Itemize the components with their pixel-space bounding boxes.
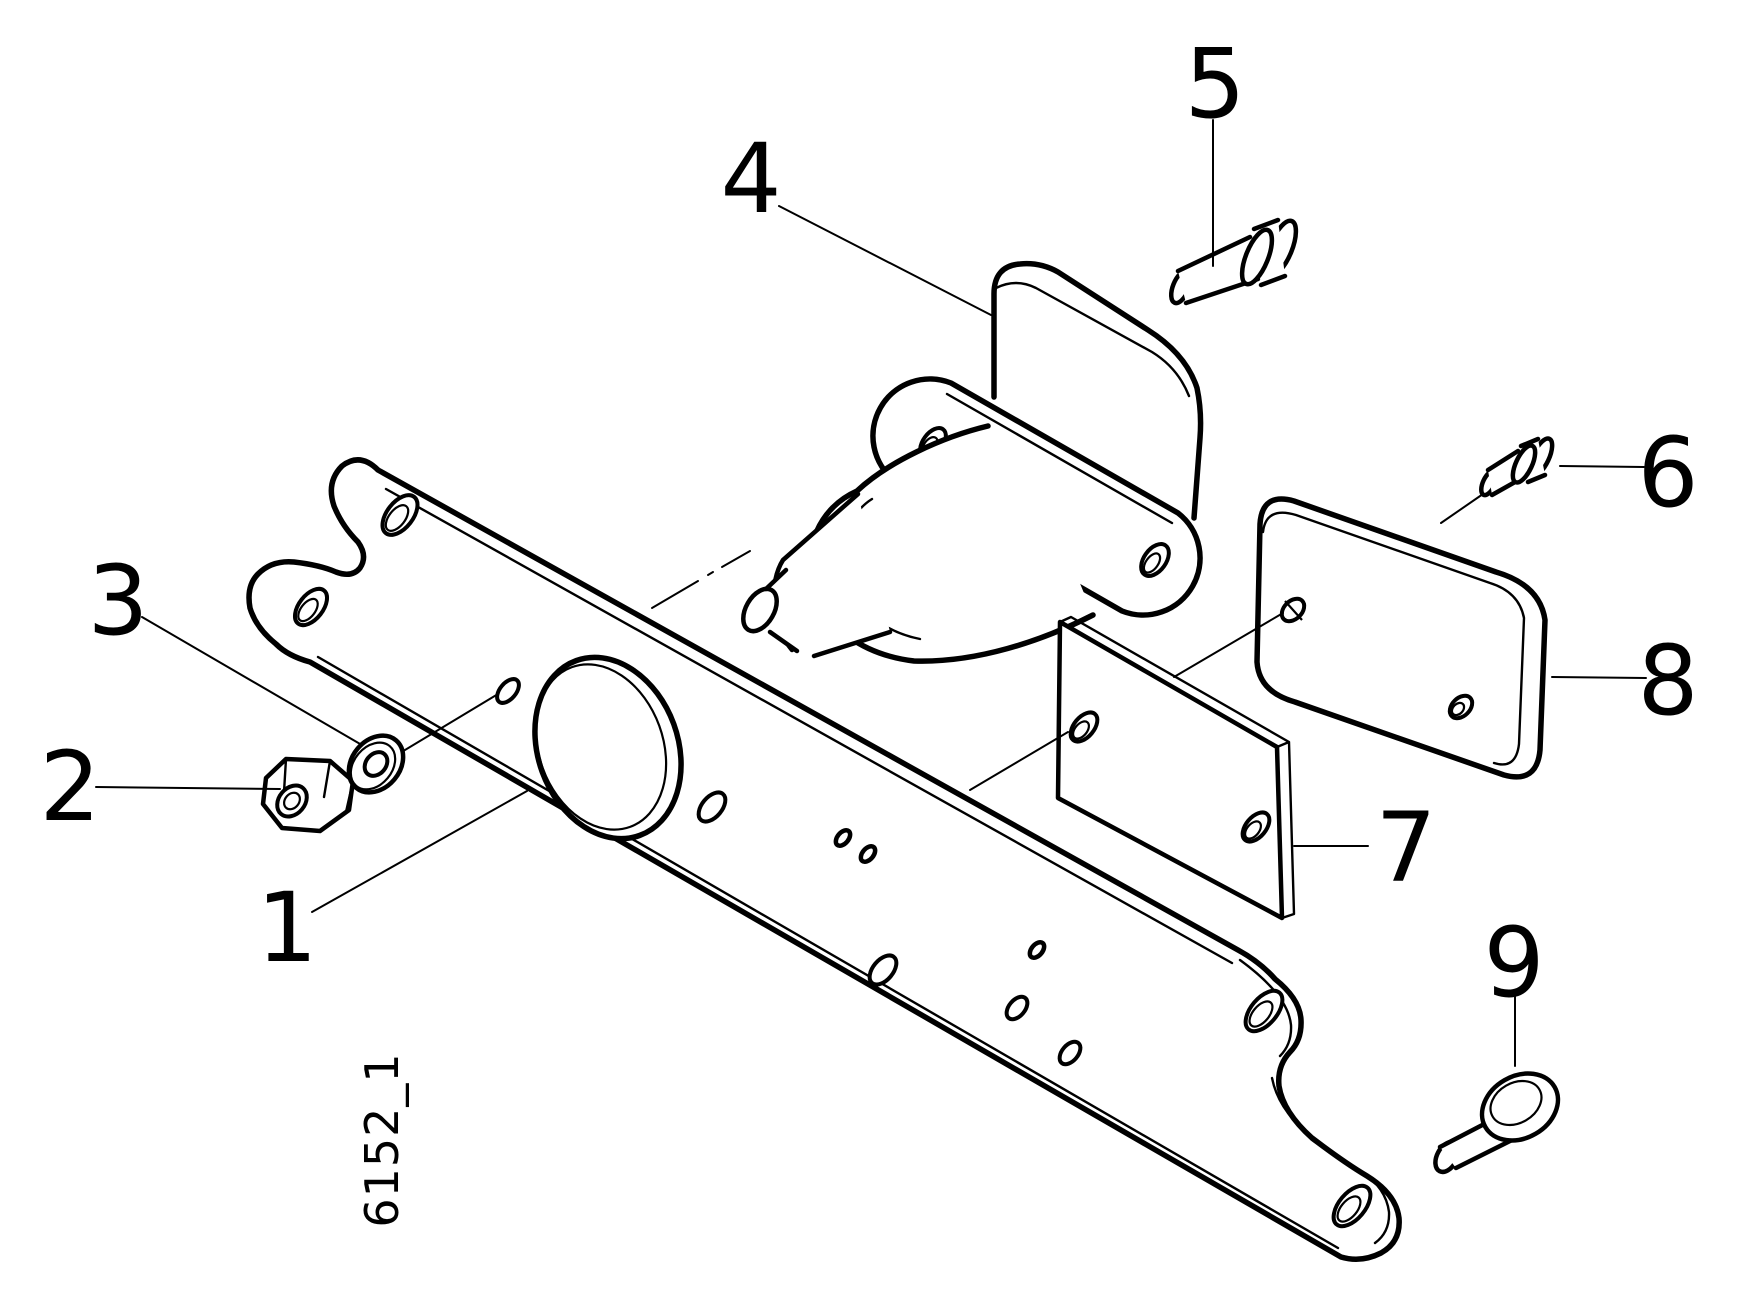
plate-hole-right-upper-rim — [1248, 1000, 1274, 1028]
plate-hole-medium-2 — [867, 953, 899, 987]
callout-2-label: 2 — [39, 731, 100, 843]
axis-dash-2 — [721, 550, 751, 568]
socket-box-top-face-line — [994, 281, 1191, 398]
gasket-thickness — [1058, 615, 1296, 920]
socket-flange-thickness — [945, 392, 1174, 525]
callout-3-label: 3 — [87, 545, 148, 657]
cover-hole-upper-slot — [1284, 600, 1303, 621]
callout-3-leader — [141, 616, 368, 749]
socket-tip-sides — [763, 567, 800, 654]
callout-6-label: 6 — [1637, 417, 1698, 529]
screw5-head-front — [1239, 227, 1275, 287]
plate-hole-medium-3 — [1004, 994, 1030, 1022]
plate-hole-medium-4 — [1057, 1039, 1083, 1067]
cover-face-edge — [1261, 511, 1526, 766]
callout-6-leader — [1559, 465, 1645, 468]
plate-hole-tiny-3 — [1027, 940, 1047, 960]
callout-9-label: 9 — [1483, 907, 1544, 1019]
callout-5-label: 5 — [1184, 28, 1245, 140]
callout-8-label: 8 — [1637, 625, 1698, 737]
callout-8-leader — [1551, 676, 1647, 679]
callout-7-label: 7 — [1375, 792, 1436, 904]
gasket-hole-upper — [1068, 710, 1100, 744]
washer-outer-rim — [349, 741, 397, 791]
nut-bore-rim — [283, 791, 301, 811]
plate-hole-right-upper — [1243, 988, 1285, 1034]
socket-box-outline — [991, 260, 1204, 521]
plate-hole-left — [292, 586, 330, 628]
cover-hole-lower-rim — [1450, 701, 1466, 717]
callout-4-leader — [778, 205, 992, 316]
alignment-lines-right — [969, 612, 1284, 791]
socket-box-fill — [994, 263, 1201, 518]
plate-hole-bottom-right-rim — [1336, 1195, 1362, 1223]
socket-axis-centerline — [651, 550, 751, 609]
cover-hole-lower — [1447, 693, 1475, 721]
plate-hole-top-left-rim — [384, 504, 410, 532]
part-9-rivet — [1433, 1071, 1561, 1175]
plate-top-edge-thickness — [384, 487, 1234, 965]
gasket-to-plate-line — [969, 731, 1069, 791]
part-6-screw — [1440, 436, 1555, 524]
gasket-hole-lower-rim — [1243, 820, 1263, 840]
axis-dot — [707, 571, 714, 576]
drawing-code: 6152_1 — [355, 1052, 409, 1227]
part-8-cover — [1254, 496, 1548, 780]
part-5-screw — [1168, 217, 1299, 306]
rivet-head-dome — [1489, 1079, 1543, 1127]
callout-1-label: 1 — [256, 872, 317, 984]
callout-4-label: 4 — [720, 123, 781, 235]
screw5-head-sides — [1251, 217, 1288, 288]
screw5-shank-fill — [1178, 237, 1258, 303]
screw6-alignment-line — [1440, 493, 1484, 524]
callout-1-leader — [311, 790, 528, 913]
callouts: 1 2 3 4 5 6 7 8 9 — [39, 28, 1699, 1067]
plate-center-hole — [532, 654, 684, 842]
plate-hole-medium-1 — [696, 790, 728, 824]
nut-bore — [275, 783, 309, 819]
part-2-flange-nut — [260, 756, 356, 834]
socket-tip-face — [741, 586, 779, 634]
plate-outline — [246, 457, 1402, 1262]
part-3-washer — [346, 733, 406, 795]
plate-hole-top-left — [380, 493, 420, 537]
screw6-head-front — [1510, 443, 1538, 485]
plate-right-edge-thickness — [1238, 958, 1391, 1245]
plate-hole-small — [495, 677, 521, 705]
socket-flange-hole-lower-rim — [1142, 552, 1162, 574]
plate-center-hole-rim — [534, 663, 668, 831]
gasket-hole-lower — [1240, 810, 1272, 844]
plate-bottom-edge-thickness — [316, 655, 1340, 1250]
part-7-gasket-plate — [1055, 615, 1296, 921]
axis-dash-1 — [651, 580, 699, 609]
part-1-mounting-plate — [246, 457, 1402, 1262]
plate-hole-bottom-right — [1331, 1183, 1373, 1229]
screw6-head-sides — [1518, 436, 1548, 485]
cover-to-gasket-line — [1173, 612, 1284, 678]
cover-outline — [1254, 496, 1548, 780]
plate-hole-tiny-2 — [858, 844, 878, 864]
gasket-hole-upper-rim — [1071, 720, 1091, 740]
callout-2-leader — [95, 786, 281, 790]
socket-cone-fill — [773, 494, 890, 656]
part-4-socket-housing — [741, 260, 1204, 664]
socket-flange-hole-lower — [1139, 542, 1171, 578]
washer-hole — [362, 750, 390, 778]
plate-hole-left-rim — [297, 597, 319, 623]
plate-hole-tiny-1 — [833, 828, 853, 848]
